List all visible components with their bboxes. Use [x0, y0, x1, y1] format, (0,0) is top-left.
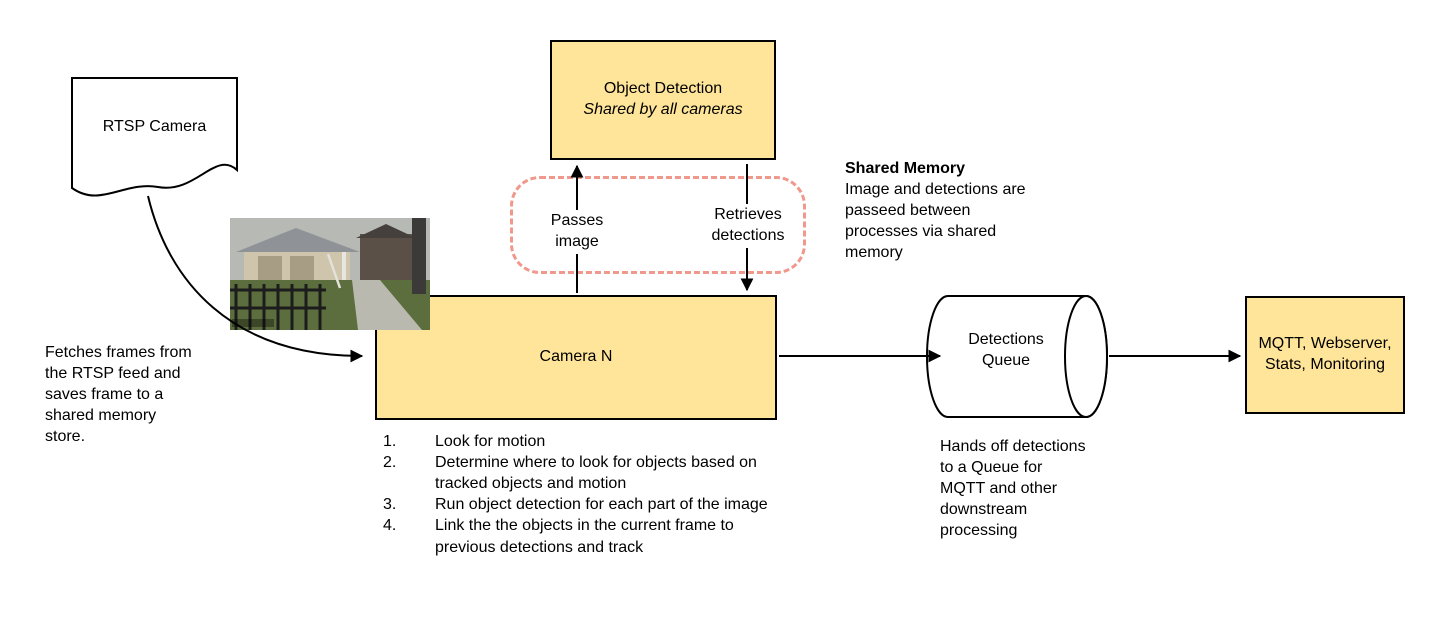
camera-snapshot-image [230, 218, 430, 330]
passes-image-label: Passes image [544, 210, 610, 254]
shared-memory-title: Shared Memory [845, 160, 966, 177]
camera-step-1-text: Look for motion [435, 433, 546, 450]
hands-off-note: Hands off detections to a Queue for MQTT… [940, 438, 1086, 540]
camera-step-2-number: 2. [383, 454, 397, 472]
camera-step-2-text: Determine where to look for objects base… [435, 454, 757, 493]
camera-step-4-number: 4. [383, 517, 397, 535]
retrieves-detections-label: Retrieves detections [705, 204, 791, 248]
camera-step-3: 3. Run object detection for each part of… [383, 494, 773, 515]
object-detection-title: Object Detection [603, 80, 723, 98]
snapshot-timestamp-overlay [232, 319, 274, 327]
rtsp-camera-shape [71, 77, 238, 197]
rtsp-camera-label: RTSP Camera [102, 118, 207, 135]
object-detection-subtitle: Shared by all cameras [583, 101, 743, 118]
snapshot-background-roof [356, 224, 416, 238]
object-detection-node: Object Detection Shared by all cameras [550, 40, 776, 160]
camera-steps-list: 1. Look for motion 2. Determine where to… [383, 431, 773, 558]
camera-step-3-text: Run object detection for each part of th… [435, 496, 768, 514]
camera-step-4-text: Link the the objects in the current fram… [435, 517, 734, 556]
camera-step-2: 2. Determine where to look for objects b… [383, 452, 773, 494]
shared-memory-note: Shared Memory Image and detections are p… [845, 158, 1060, 264]
camera-step-3-number: 3. [383, 496, 397, 514]
mqtt-node: MQTT, Webserver, Stats, Monitoring [1245, 296, 1405, 414]
detections-queue-label: Detections Queue [968, 331, 1044, 369]
fetches-note: Fetches frames from the RTSP feed and sa… [45, 344, 192, 446]
snapshot-porch-post [412, 218, 426, 294]
mqtt-node-label: MQTT, Webserver, Stats, Monitoring [1258, 335, 1392, 373]
shared-memory-boundary [510, 176, 806, 274]
camera-step-1: 1. Look for motion [383, 431, 773, 452]
camera-step-1-number: 1. [383, 433, 397, 450]
shared-memory-body: Image and detections are passeed between… [845, 181, 1026, 262]
camera-n-label: Camera N [539, 348, 613, 366]
detections-queue-cap [1064, 295, 1108, 418]
camera-step-4: 4. Link the the objects in the current f… [383, 515, 773, 557]
snapshot-background-house [360, 234, 412, 280]
camera-n-node: Camera N [375, 295, 777, 420]
snapshot-sidewalk [352, 280, 422, 330]
